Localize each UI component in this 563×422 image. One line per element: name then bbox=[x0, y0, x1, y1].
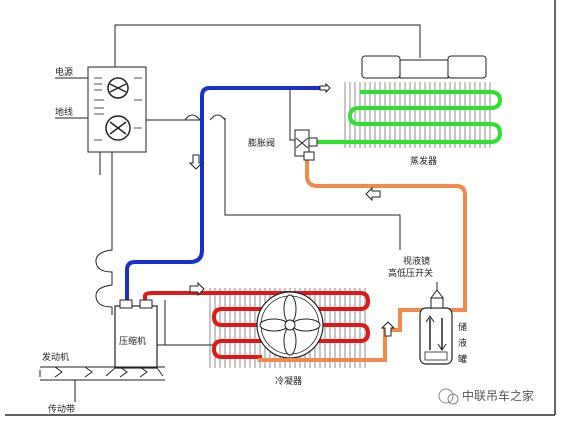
compressor bbox=[105, 299, 164, 377]
sight-glass-label: 视液镜 bbox=[403, 255, 430, 267]
belt-label: 传动带 bbox=[48, 403, 75, 415]
power-label: 电源 bbox=[55, 66, 73, 78]
receiver-label-3: 罐 bbox=[458, 353, 467, 365]
pressure-switch-label: 高低压开关 bbox=[388, 267, 433, 279]
compressor-label: 压缩机 bbox=[119, 335, 146, 347]
arrow-right-icon bbox=[189, 281, 205, 297]
expansion-valve bbox=[294, 129, 318, 161]
engine-belt bbox=[39, 366, 165, 402]
arrow-down-icon bbox=[188, 154, 204, 170]
watermark-text: 中联吊车之家 bbox=[462, 388, 534, 403]
receiver-label-1: 储 bbox=[458, 321, 467, 333]
engine-label: 发动机 bbox=[42, 351, 69, 363]
evaporator-fans bbox=[361, 55, 487, 79]
evaporator-label: 蒸发器 bbox=[410, 155, 437, 167]
evaporator-fins bbox=[344, 82, 491, 148]
evaporator-coil bbox=[312, 90, 503, 144]
arrow-up-icon bbox=[380, 321, 396, 337]
watermark: 中联吊车之家 bbox=[438, 388, 534, 405]
condenser-coil bbox=[143, 291, 371, 359]
frame bbox=[5, 0, 556, 416]
condenser-label: 冷凝器 bbox=[275, 375, 302, 387]
arrow-left-icon bbox=[365, 186, 381, 202]
ground-label: 地线 bbox=[55, 106, 73, 118]
receiver-label-2: 液 bbox=[458, 337, 467, 349]
control-wires bbox=[95, 24, 421, 346]
control-box bbox=[87, 66, 147, 153]
wire-crossings bbox=[184, 114, 226, 121]
sight-glass bbox=[430, 282, 444, 309]
flow-arrows bbox=[188, 82, 396, 337]
expansion-valve-label: 膨胀阀 bbox=[248, 137, 275, 149]
condenser-fan bbox=[256, 291, 324, 359]
receiver-drier bbox=[419, 307, 453, 365]
arrow-right-small-icon bbox=[319, 82, 331, 94]
suction-line bbox=[125, 86, 318, 305]
